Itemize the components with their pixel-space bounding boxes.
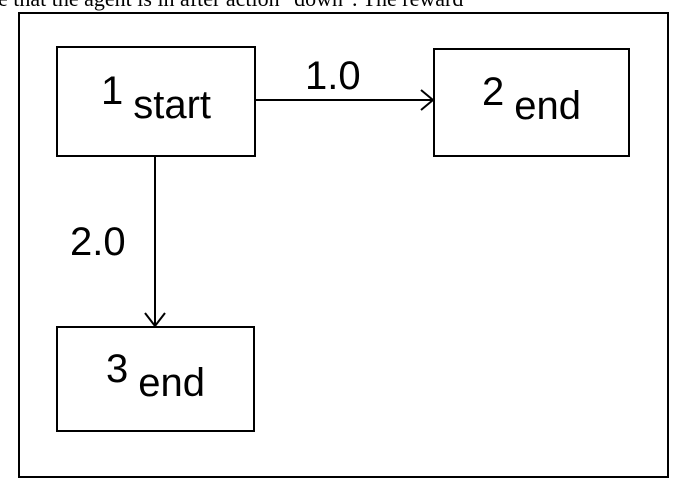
node-label: end <box>138 360 205 405</box>
node-label: start <box>133 83 212 127</box>
node-id: 3 <box>106 346 129 391</box>
edge-weight-1-2: 1.0 <box>305 54 361 98</box>
node-id: 1 <box>100 69 124 113</box>
cropped-caption-text: e that the agent is in after action "dow… <box>0 0 463 12</box>
edge-weight-1-3: 2.0 <box>70 220 126 264</box>
node-id: 2 <box>482 70 505 114</box>
node-label: end <box>514 84 581 128</box>
edge-1-3 <box>144 156 166 328</box>
diagram-frame <box>18 12 669 478</box>
